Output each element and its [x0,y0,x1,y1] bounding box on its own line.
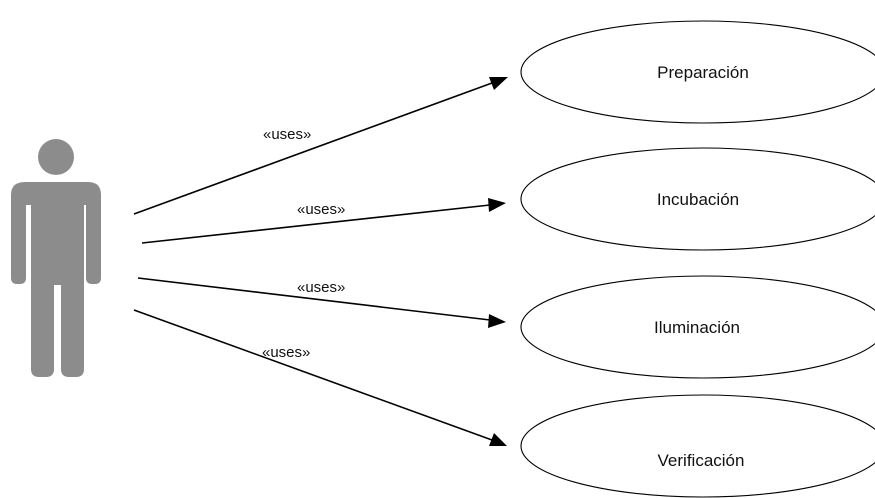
use-case-incubacion: Incubación [520,147,875,251]
association-iluminacion [137,277,506,328]
actor-person-icon [11,139,101,377]
associations [133,77,508,446]
use-case-iluminacion: Iluminación [520,275,875,379]
use-case-verificacion: Verificación [520,394,875,498]
association-verificacion [133,309,507,446]
arrowhead [488,198,506,212]
relation-label: «uses» [297,279,345,296]
arrowhead [488,314,506,328]
use-case-label: Iluminación [654,318,740,337]
relation-label: «uses» [263,126,311,143]
use-case-preparacion: Preparación [520,20,875,124]
arrowhead [489,433,507,446]
actor-body [11,182,101,377]
relation-label: «uses» [262,344,310,361]
association-preparacion [133,77,508,215]
association-incubacion [141,198,506,244]
actor-head [38,139,74,175]
use-case-label: Verificación [658,451,745,470]
arrowhead [489,77,508,90]
use-case-label: Preparación [657,63,749,82]
use-case-label: Incubación [657,190,739,209]
relation-label: «uses» [297,201,345,218]
